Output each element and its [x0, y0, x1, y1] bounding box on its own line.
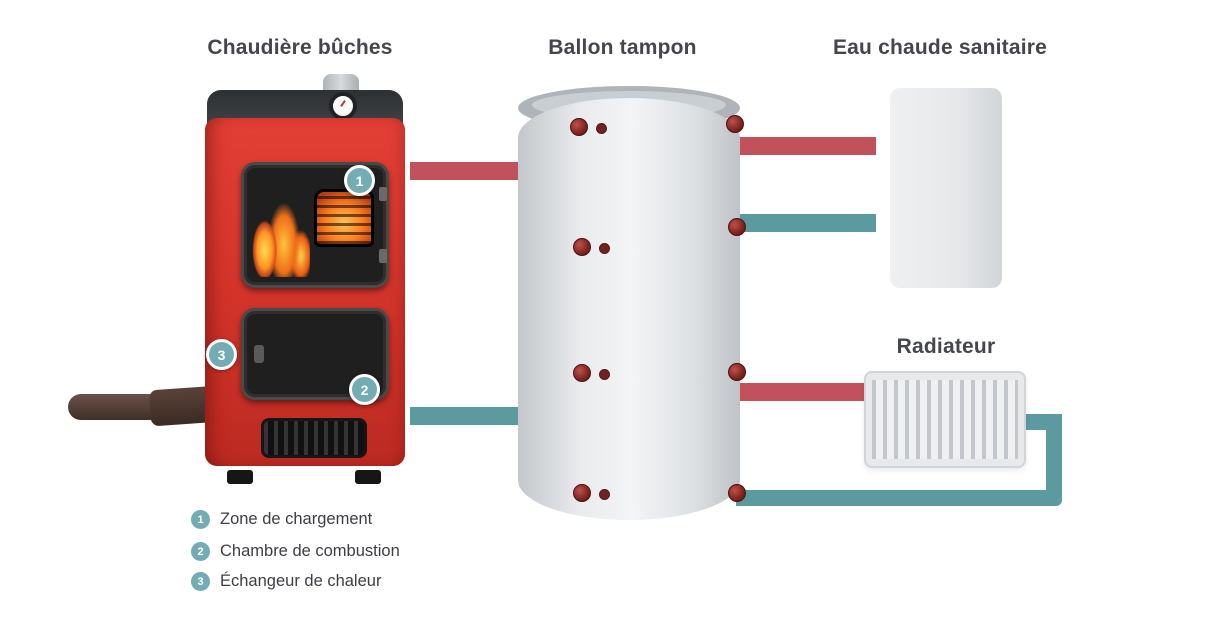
boiler-vent-grille	[261, 418, 367, 458]
legend-badge-2: 2	[191, 542, 210, 561]
boiler-foot	[227, 470, 253, 484]
legend-label-1: Zone de chargement	[220, 510, 373, 528]
tank-port-dot	[599, 243, 610, 254]
badge-2: 2	[349, 374, 380, 405]
tank-title: Ballon tampon	[548, 36, 697, 59]
legend-item: 1 Zone de chargement	[191, 510, 372, 529]
cold-pipe-radiator-return	[736, 490, 1062, 506]
boiler-foot	[355, 470, 381, 484]
badge-1: 1	[344, 165, 375, 196]
hot-pipe-tank-to-dhw	[736, 137, 876, 155]
tank-port	[728, 484, 746, 502]
legend-badge-1: 1	[191, 510, 210, 529]
tank-port	[573, 484, 591, 502]
boiler-illustration	[205, 74, 405, 486]
dhw-title: Eau chaude sanitaire	[832, 36, 1048, 59]
tank-port-dot	[599, 369, 610, 380]
legend-label-2: Chambre de combustion	[220, 542, 400, 560]
dhw-unit-illustration	[890, 88, 1002, 288]
tank-port	[573, 364, 591, 382]
tank-port	[573, 238, 591, 256]
badge-3: 3	[206, 339, 237, 370]
door-hinge-icon	[379, 187, 387, 201]
tank-port	[726, 115, 744, 133]
cold-pipe-dhw-to-tank	[736, 214, 876, 232]
tank-port	[728, 218, 746, 236]
fire-window-icon	[314, 189, 374, 247]
fire-icon	[252, 181, 310, 277]
legend-item: 2 Chambre de combustion	[191, 542, 400, 561]
buffer-tank-illustration	[518, 98, 740, 520]
hot-pipe-tank-to-radiator	[736, 383, 866, 401]
radiator-fins	[872, 380, 1018, 459]
tank-port-dot	[599, 489, 610, 500]
hot-pipe-boiler-to-tank	[410, 162, 522, 180]
cold-pipe-radiator-vertical	[1046, 414, 1062, 506]
tank-port	[728, 363, 746, 381]
radiator-title: Radiateur	[896, 335, 996, 358]
legend-label-3: Échangeur de chaleur	[220, 572, 382, 590]
radiator-illustration	[864, 371, 1026, 468]
legend-badge-3: 3	[191, 572, 210, 591]
door-hinge-icon	[379, 249, 387, 263]
boiler-title: Chaudière bûches	[207, 36, 393, 59]
boiler-gauge-icon	[329, 92, 357, 120]
tank-port	[570, 118, 588, 136]
tank-port-dot	[596, 123, 607, 134]
cold-pipe-tank-to-boiler	[410, 407, 522, 425]
legend-item: 3 Échangeur de chaleur	[191, 572, 381, 591]
